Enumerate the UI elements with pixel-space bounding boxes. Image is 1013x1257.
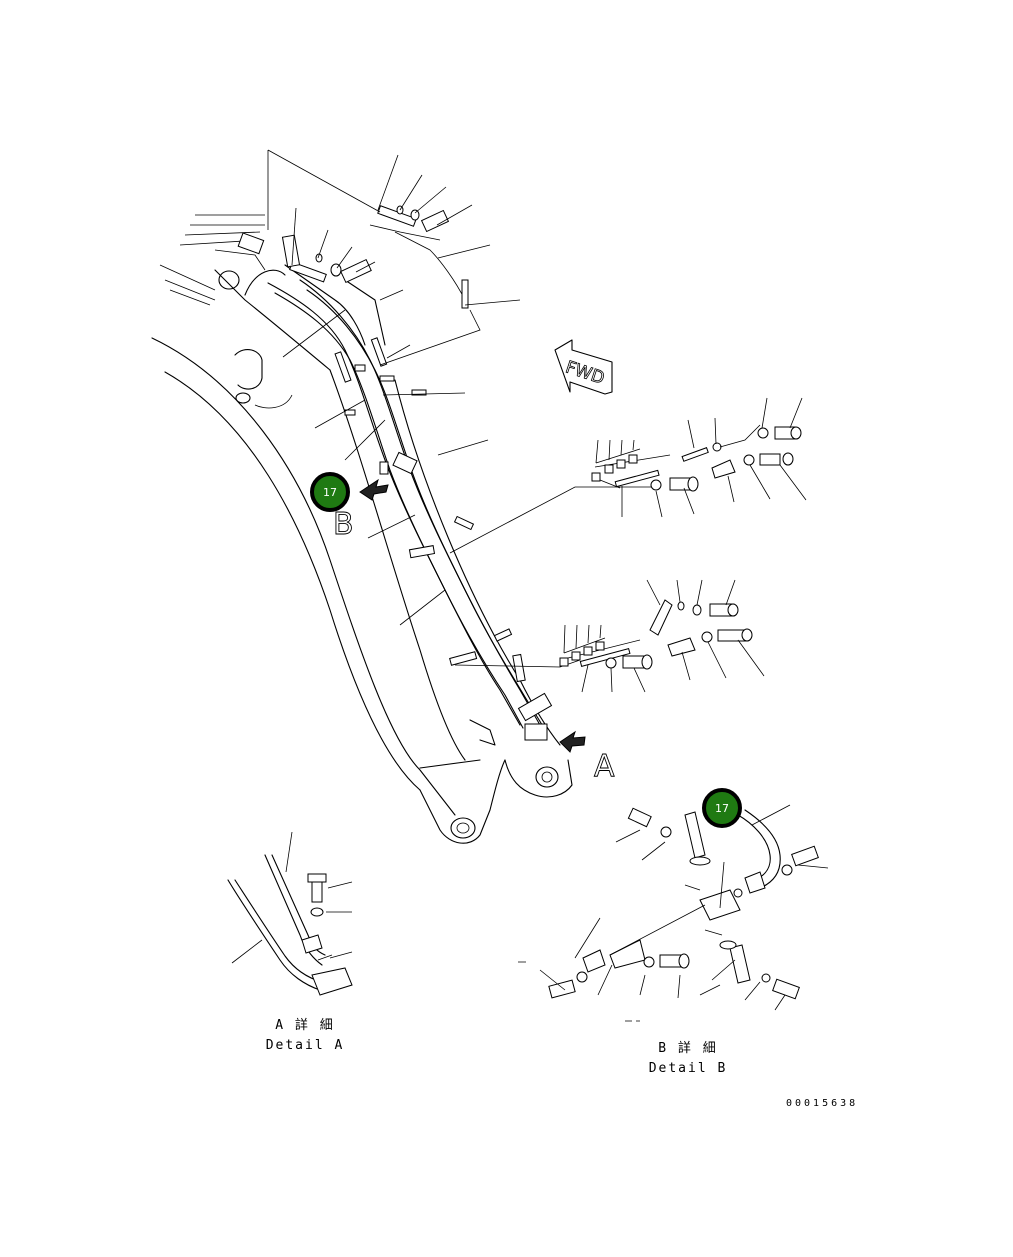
svg-text:17: 17	[323, 486, 337, 499]
view-arrow-a: A	[559, 730, 615, 784]
callout-group-lower	[454, 579, 765, 693]
leader-lines	[267, 149, 521, 626]
fwd-direction-arrow: FWD	[554, 339, 613, 395]
detail-b-drawing	[539, 804, 829, 1011]
detail-a-caption: A 詳 細 Detail A	[255, 1016, 355, 1056]
document-number: 00015638	[786, 1098, 859, 1109]
view-arrow-b: B	[333, 478, 389, 542]
arm-body	[151, 214, 573, 844]
hydraulic-lines	[267, 205, 553, 746]
detail-a-drawing	[227, 831, 353, 996]
detail-b-caption-jp: B 詳 細	[658, 1041, 718, 1056]
detail-b-caption-en: Detail B	[648, 1061, 728, 1076]
detail-b-caption: B 詳 細 Detail B	[638, 1039, 738, 1079]
callout-marker-17-arm[interactable]: 17	[310, 472, 350, 512]
svg-text:B: B	[333, 507, 354, 542]
svg-text:17: 17	[715, 802, 729, 815]
callout-marker-17-detail-b[interactable]: 17	[702, 788, 742, 828]
detail-a-caption-en: Detail A	[265, 1038, 345, 1053]
detail-a-caption-jp: A 詳 細	[275, 1018, 335, 1033]
svg-text:A: A	[594, 749, 615, 784]
callout-group-upper	[449, 397, 807, 554]
